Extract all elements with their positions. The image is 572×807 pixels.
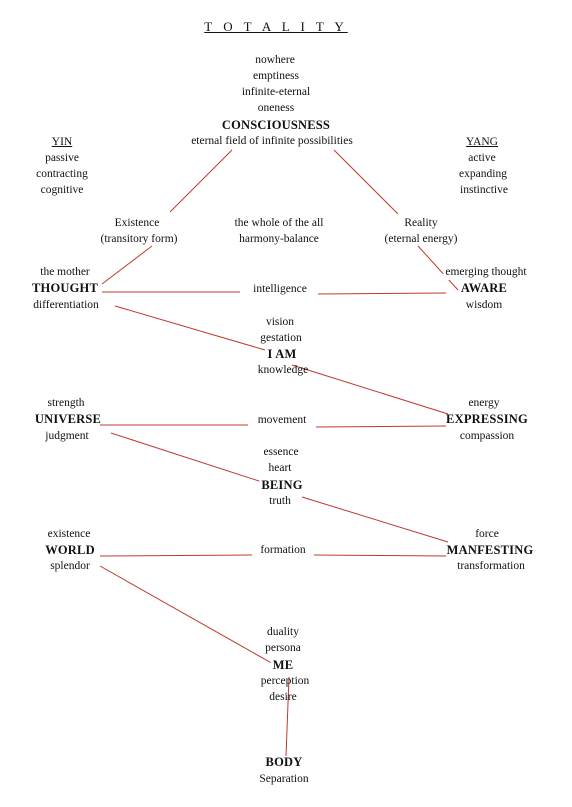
label-reality: Reality xyxy=(404,217,438,229)
label-the-mother: the mother xyxy=(40,266,90,278)
node-thought: THOUGHT xyxy=(32,281,98,295)
node-me: ME xyxy=(270,657,296,673)
label-duality: duality xyxy=(267,626,299,638)
node-expressing: EXPRESSING xyxy=(446,412,528,426)
label-eternal-energy: (eternal energy) xyxy=(384,233,458,245)
label-vision: vision xyxy=(265,316,295,328)
line-iam-expressing xyxy=(291,364,449,415)
line-consciousness-existence xyxy=(169,149,233,213)
label-transitory-form: (transitory form) xyxy=(100,233,178,245)
line-reality-aware xyxy=(417,245,459,291)
node-consciousness: CONSCIOUSNESS xyxy=(221,118,331,132)
line-existence-thought xyxy=(101,245,153,285)
label-movement: movement xyxy=(257,414,307,426)
label-formation: formation xyxy=(260,544,306,556)
label-nowhere: nowhere xyxy=(255,54,295,66)
line-intelligence-aware xyxy=(317,292,447,295)
label-energy: energy xyxy=(468,397,500,409)
node-being: BEING xyxy=(259,477,305,493)
yin-title: YIN xyxy=(51,136,73,148)
line-thought-iam xyxy=(114,305,266,351)
line-movement-expressing xyxy=(315,425,447,428)
label-strength: strength xyxy=(47,397,85,409)
node-aware: AWARE xyxy=(460,281,508,295)
label-whole-of-all: the whole of the all xyxy=(234,217,324,229)
label-harmony-balance: harmony-balance xyxy=(239,233,319,245)
yang-title: YANG xyxy=(466,136,498,148)
label-force: force xyxy=(475,528,499,540)
label-existence-world: existence xyxy=(47,528,91,540)
label-judgment: judgment xyxy=(45,430,89,442)
label-transformation: transformation xyxy=(457,560,525,572)
label-existence: Existence xyxy=(114,217,160,229)
yang-active: active xyxy=(468,152,496,164)
label-wisdom: wisdom xyxy=(465,299,503,311)
label-persona: persona xyxy=(265,642,301,654)
label-essence: essence xyxy=(263,446,299,458)
label-intelligence: intelligence xyxy=(253,283,307,295)
node-i-am: I AM xyxy=(265,346,299,362)
label-infinite-eternal: infinite-eternal xyxy=(241,86,311,98)
line-me-body xyxy=(285,676,290,757)
yang-expanding: expanding xyxy=(459,168,507,180)
node-world: WORLD xyxy=(45,543,95,557)
label-separation: Separation xyxy=(259,773,309,785)
node-universe: UNIVERSE xyxy=(34,412,102,426)
yin-cognitive: cognitive xyxy=(40,184,84,196)
line-world-formation xyxy=(99,554,253,557)
label-compassion: compassion xyxy=(459,430,515,442)
diagram-title: T O T A L I T Y xyxy=(204,19,348,34)
yin-passive: passive xyxy=(45,152,79,164)
label-heart: heart xyxy=(268,462,292,474)
label-truth: truth xyxy=(269,495,291,507)
label-emerging-thought: emerging thought xyxy=(443,264,529,280)
line-world-me xyxy=(99,565,276,666)
line-universe-being xyxy=(110,432,263,483)
yin-contracting: contracting xyxy=(36,168,88,180)
yang-instinctive: instinctive xyxy=(460,184,508,196)
node-manfesting: MANFESTING xyxy=(446,543,534,557)
label-gestation: gestation xyxy=(260,332,302,344)
label-differentiation: differentiation xyxy=(33,299,99,311)
label-knowledge: knowledge xyxy=(257,364,309,376)
line-consciousness-reality xyxy=(333,149,399,215)
line-being-manfesting xyxy=(301,496,449,543)
label-oneness: oneness xyxy=(257,102,295,114)
label-eternal-field: eternal field of infinite possibilities xyxy=(191,135,353,147)
label-perception: perception xyxy=(260,675,310,687)
label-desire: desire xyxy=(269,691,297,703)
line-formation-manfesting xyxy=(313,554,447,557)
label-emptiness: emptiness xyxy=(253,70,299,82)
label-splendor: splendor xyxy=(50,560,90,572)
node-body: BODY xyxy=(265,755,303,769)
